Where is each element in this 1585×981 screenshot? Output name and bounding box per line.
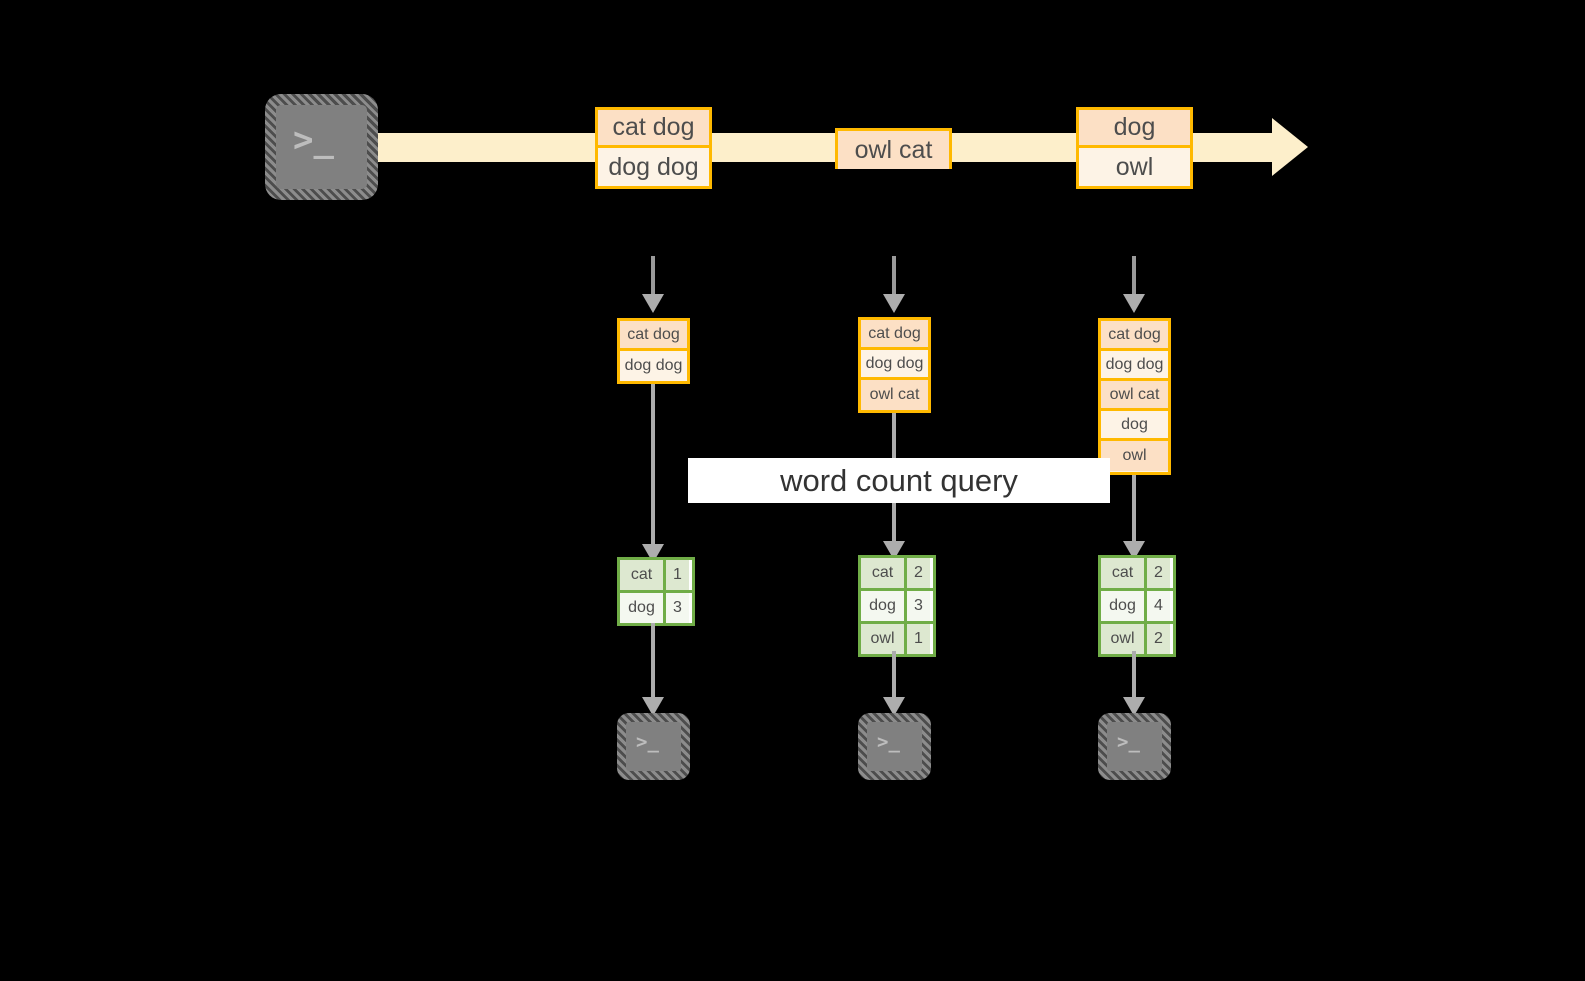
source-terminal-icon[interactable]: >_	[265, 94, 378, 200]
result-word: cat	[861, 558, 907, 588]
terminal-prompt-glyph: >_	[1117, 731, 1140, 753]
stream-record-3[interactable]: dog owl	[1076, 107, 1193, 189]
result-count: 1	[666, 560, 689, 590]
record-line: dog dog	[598, 148, 709, 186]
terminal-prompt-glyph: >_	[636, 731, 659, 753]
record-line: cat dog	[598, 110, 709, 148]
result-to-sink-arrowhead-2	[883, 697, 905, 716]
buffer-to-result-connector-1	[651, 384, 655, 548]
result-table-3[interactable]: cat 2 dog 4 owl 2	[1098, 555, 1176, 657]
stream-to-buffer-connector	[1132, 256, 1136, 298]
stream-to-buffer-arrowhead	[883, 294, 905, 313]
result-word: dog	[620, 593, 666, 623]
sink-terminal-1[interactable]: >_	[617, 713, 690, 780]
result-to-sink-arrowhead-3	[1123, 697, 1145, 716]
result-count: 3	[666, 593, 689, 623]
buffer-line: owl cat	[1101, 381, 1168, 411]
stream-to-buffer-arrowhead	[642, 294, 664, 313]
table-row: cat 1	[620, 560, 692, 593]
buffer-to-result-connector-3	[1132, 475, 1136, 545]
result-count: 1	[907, 624, 930, 654]
table-row: owl 1	[861, 624, 933, 654]
buffer-2[interactable]: cat dog dog dog owl cat	[858, 317, 931, 413]
table-row: dog 3	[620, 593, 692, 623]
stream-record-1[interactable]: cat dog dog dog	[595, 107, 712, 189]
result-table-2[interactable]: cat 2 dog 3 owl 1	[858, 555, 936, 657]
table-row: cat 2	[1101, 558, 1173, 591]
stream-to-buffer-connector	[892, 256, 896, 298]
buffer-line: owl cat	[861, 380, 928, 410]
table-row: owl 2	[1101, 624, 1173, 654]
table-row: dog 4	[1101, 591, 1173, 624]
result-word: cat	[620, 560, 666, 590]
stream-to-buffer-connector	[651, 256, 655, 298]
result-to-sink-connector-3	[1132, 651, 1136, 701]
result-count: 4	[1147, 591, 1170, 621]
result-word: owl	[1101, 624, 1147, 654]
stream-arrow-head	[1272, 118, 1308, 176]
terminal-prompt-glyph: >_	[877, 731, 900, 753]
result-count: 2	[1147, 558, 1170, 588]
result-word: owl	[861, 624, 907, 654]
query-label-band: word count query	[688, 458, 1110, 503]
buffer-1[interactable]: cat dog dog dog	[617, 318, 690, 384]
stream-record-2[interactable]: owl cat	[835, 128, 952, 169]
result-count: 2	[1147, 624, 1170, 654]
buffer-line: cat dog	[861, 320, 928, 350]
sink-terminal-2[interactable]: >_	[858, 713, 931, 780]
result-count: 3	[907, 591, 930, 621]
result-to-sink-connector-1	[651, 623, 655, 701]
record-line: owl cat	[838, 131, 949, 169]
query-label-text: word count query	[780, 462, 1018, 498]
result-count: 2	[907, 558, 930, 588]
buffer-3[interactable]: cat dog dog dog owl cat dog owl	[1098, 318, 1171, 475]
result-to-sink-connector-2	[892, 651, 896, 701]
buffer-line: cat dog	[1101, 321, 1168, 351]
record-line: owl	[1079, 148, 1190, 186]
buffer-line: owl	[1101, 441, 1168, 471]
result-word: dog	[1101, 591, 1147, 621]
sink-terminal-3[interactable]: >_	[1098, 713, 1171, 780]
result-word: cat	[1101, 558, 1147, 588]
result-to-sink-arrowhead-1	[642, 697, 664, 716]
buffer-line: dog dog	[861, 350, 928, 380]
buffer-line: dog dog	[620, 351, 687, 381]
result-table-1[interactable]: cat 1 dog 3	[617, 557, 695, 626]
buffer-line: cat dog	[620, 321, 687, 351]
stream-to-buffer-arrowhead	[1123, 294, 1145, 313]
terminal-prompt-glyph: >_	[293, 120, 334, 160]
table-row: dog 3	[861, 591, 933, 624]
result-word: dog	[861, 591, 907, 621]
buffer-line: dog dog	[1101, 351, 1168, 381]
record-line: dog	[1079, 110, 1190, 148]
buffer-line: dog	[1101, 411, 1168, 441]
table-row: cat 2	[861, 558, 933, 591]
